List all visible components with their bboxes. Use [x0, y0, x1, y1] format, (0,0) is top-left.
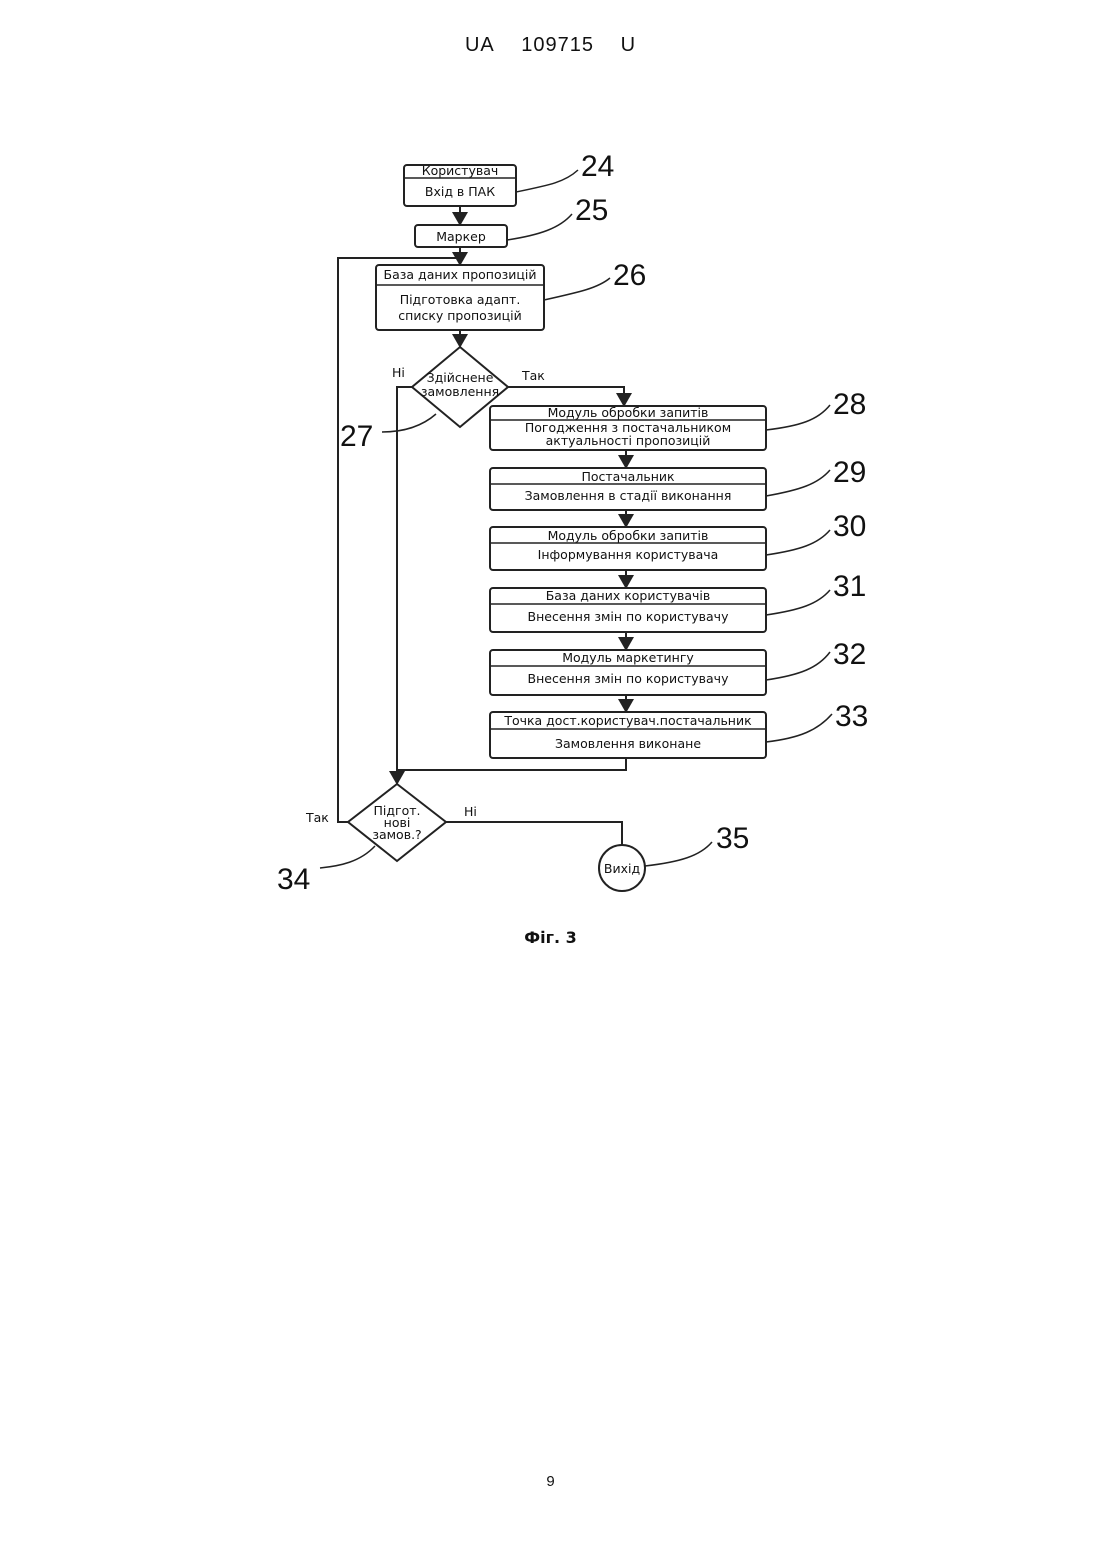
- block-30-request-module: Модуль обробки запитів Інформування кори…: [490, 510, 866, 570]
- block-26-offers-db: База даних пропозицій Підготовка адапт. …: [376, 259, 646, 330]
- block-29-body: Замовлення в стадії виконання: [525, 488, 732, 503]
- block-30-body: Інформування користувача: [538, 547, 719, 562]
- block-33-title: Точка дост.користувач.постачальник: [503, 713, 752, 728]
- page-number: 9: [0, 1473, 1101, 1490]
- block-31-title: База даних користувачів: [546, 588, 711, 603]
- ref-35: 35: [716, 822, 749, 855]
- block-30-title: Модуль обробки запитів: [548, 528, 709, 543]
- ref-29: 29: [833, 456, 866, 489]
- block-33-body: Замовлення виконане: [555, 736, 701, 751]
- block-29-supplier: Постачальник Замовлення в стадії виконан…: [490, 456, 866, 510]
- decision-34-new-orders: Підгот. нові замов.? Так Ні 34: [277, 784, 477, 896]
- ref-25: 25: [575, 194, 608, 227]
- block-31-users-db: База даних користувачів Внесення змін по…: [490, 570, 866, 632]
- decision-27-line1: Здійснене: [427, 370, 494, 385]
- block-25-body: Маркер: [436, 229, 486, 244]
- ref-34: 34: [277, 863, 310, 896]
- ref-27: 27: [340, 420, 373, 453]
- block-24-title: Користувач: [422, 163, 499, 178]
- block-32-title: Модуль маркетингу: [562, 650, 694, 665]
- ref-26: 26: [613, 259, 646, 292]
- decision-34-no-label: Ні: [464, 804, 477, 819]
- decision-34-yes-label: Так: [305, 810, 329, 825]
- block-24-body: Вхід в ПАК: [425, 184, 495, 199]
- block-26-body2: списку пропозицій: [398, 308, 521, 323]
- block-28-body2: актуальності пропозицій: [546, 433, 711, 448]
- ref-33: 33: [835, 700, 868, 733]
- ref-30: 30: [833, 510, 866, 543]
- block-29-title: Постачальник: [581, 469, 675, 484]
- block-32-body: Внесення змін по користувачу: [528, 671, 730, 686]
- block-26-title: База даних пропозицій: [384, 267, 537, 282]
- figure-caption: Фіг. 3: [0, 928, 1101, 947]
- decision-27-yes-label: Так: [521, 368, 545, 383]
- ref-24: 24: [581, 150, 614, 183]
- block-28-request-module: Модуль обробки запитів Погодження з пост…: [490, 388, 866, 450]
- decision-34-line3: замов.?: [372, 827, 421, 842]
- decision-27-no-label: Ні: [392, 365, 405, 380]
- block-33-delivery-point: Точка дост.користувач.постачальник Замов…: [490, 700, 868, 758]
- block-31-body: Внесення змін по користувачу: [528, 609, 730, 624]
- ref-31: 31: [833, 570, 866, 603]
- ref-32: 32: [833, 638, 866, 671]
- ref-28: 28: [833, 388, 866, 421]
- block-32-marketing-module: Модуль маркетингу Внесення змін по корис…: [490, 638, 866, 695]
- decision-27-line2: замовлення: [421, 384, 499, 399]
- block-26-body1: Підготовка адапт.: [400, 292, 521, 307]
- block-28-title: Модуль обробки запитів: [548, 405, 709, 420]
- terminal-35-label: Вихід: [604, 861, 640, 876]
